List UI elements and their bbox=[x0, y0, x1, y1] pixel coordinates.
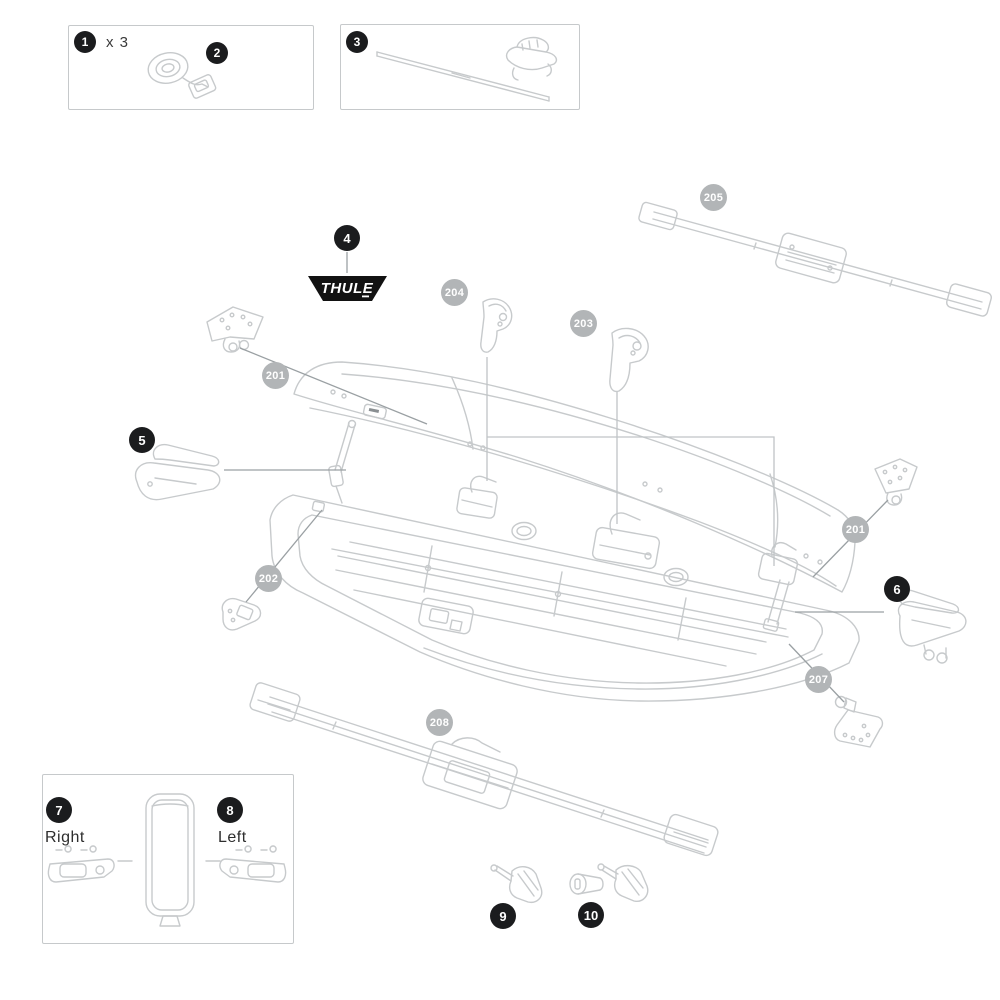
strap-kit-panel bbox=[68, 25, 314, 110]
lid-strut-left-drawing bbox=[328, 419, 357, 504]
part-6-lid-lifter-drawing bbox=[897, 589, 967, 664]
step-badge-4: 4 bbox=[334, 225, 360, 251]
mounting-clamp-rear-drawing bbox=[591, 512, 661, 570]
step-badge-5: 5 bbox=[129, 427, 155, 453]
lid-logo-sticker bbox=[362, 403, 387, 420]
part-badge-207: 207 bbox=[805, 666, 832, 693]
step-badge-2: 2 bbox=[206, 42, 228, 64]
lock-cylinder-drawing bbox=[569, 873, 604, 895]
left-fitting-drawing bbox=[205, 845, 287, 883]
lid-strut-right-drawing bbox=[757, 542, 799, 632]
right-fitting-drawing bbox=[47, 845, 133, 883]
part-203-bracket-drawing bbox=[609, 327, 649, 393]
tension-rod-drawing bbox=[376, 36, 558, 102]
thule-logo-text: THULE bbox=[321, 280, 374, 297]
thule-logo: THULE bbox=[308, 276, 387, 301]
step-badge-8: 8 bbox=[217, 797, 243, 823]
part-badge-208: 208 bbox=[426, 709, 453, 736]
part-202-plate-drawing bbox=[221, 597, 262, 631]
part-201-left-bracket-drawing bbox=[206, 306, 264, 353]
left-side-label: Left bbox=[218, 829, 247, 846]
part-208-bar-drawing bbox=[249, 682, 719, 857]
right-side-label: Right bbox=[45, 829, 85, 846]
part-204-bracket-drawing bbox=[480, 298, 513, 353]
leader-201-left bbox=[239, 347, 428, 425]
key-10-drawing bbox=[597, 863, 649, 902]
part-badge-204: 204 bbox=[441, 279, 468, 306]
tightening-knob-rear-drawing bbox=[663, 567, 689, 587]
step-badge-9: 9 bbox=[490, 903, 516, 929]
leader-lines bbox=[224, 252, 889, 703]
part-badge-205: 205 bbox=[700, 184, 727, 211]
part-badge-203: 203 bbox=[570, 310, 597, 337]
roof-box-base-drawing bbox=[269, 494, 860, 702]
key-9-drawing bbox=[490, 864, 543, 904]
part-badge-201-left: 201 bbox=[262, 362, 289, 389]
rod-kit-panel bbox=[340, 24, 580, 110]
mounting-clamp-front-drawing bbox=[456, 475, 498, 519]
callout-guide-lines bbox=[486, 357, 775, 566]
leader-202 bbox=[245, 509, 323, 603]
part-205-bar-drawing bbox=[638, 201, 992, 317]
step-badge-7: 7 bbox=[46, 797, 72, 823]
side-fittings-panel bbox=[42, 774, 294, 944]
step-badge-1: 1 bbox=[74, 31, 96, 53]
step-badge-10: 10 bbox=[578, 902, 604, 928]
strap-quantity-label: x 3 bbox=[106, 34, 130, 51]
box-top-view-drawing bbox=[145, 793, 195, 927]
part-5-lid-lifter-drawing bbox=[135, 443, 221, 501]
tightening-knob-front-drawing bbox=[511, 521, 537, 541]
part-badge-202: 202 bbox=[255, 565, 282, 592]
strap-drawing bbox=[147, 52, 217, 99]
part-207-bracket-drawing bbox=[833, 695, 884, 748]
step-badge-3: 3 bbox=[346, 31, 368, 53]
step-badge-6: 6 bbox=[884, 576, 910, 602]
part-badge-201-right: 201 bbox=[842, 516, 869, 543]
part-201-right-bracket-drawing bbox=[874, 458, 918, 506]
